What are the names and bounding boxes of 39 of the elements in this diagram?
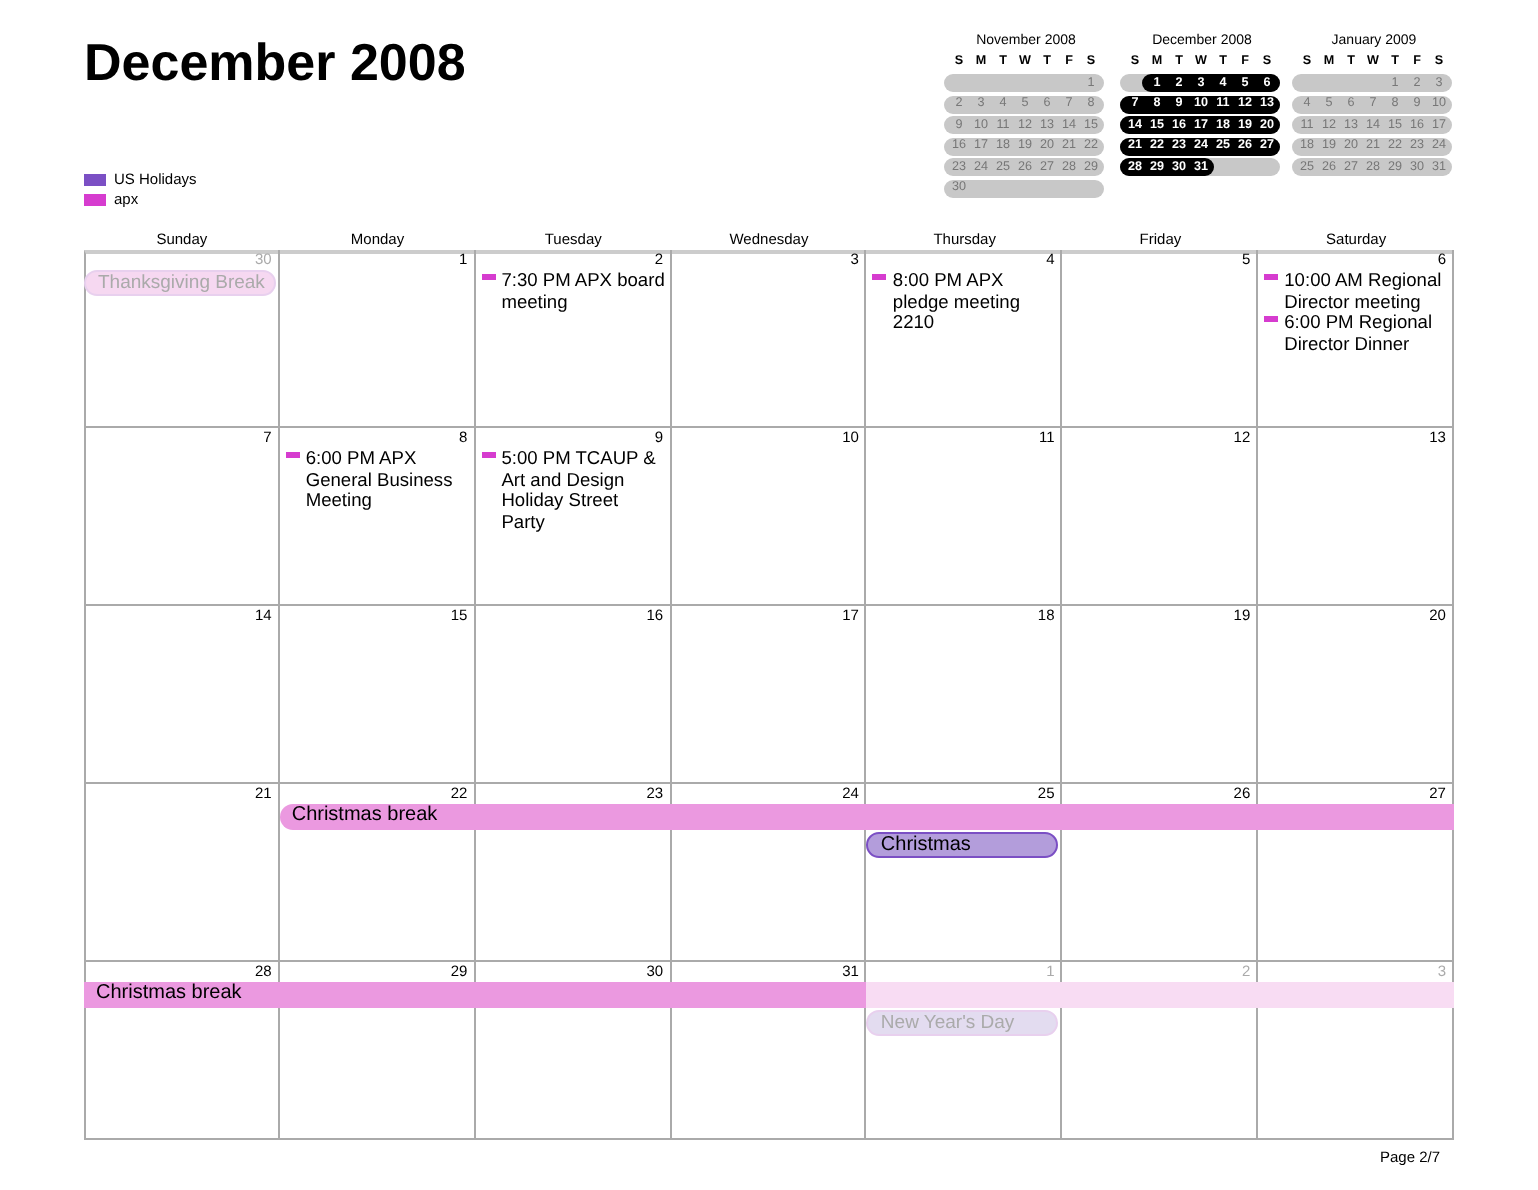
day-cell (279, 606, 476, 784)
event-entry: 6:00 PM APX General Business Meeting (285, 448, 470, 511)
day-cell (671, 428, 867, 606)
day-cell (475, 428, 672, 606)
day-cell (671, 250, 867, 428)
event-bar (84, 270, 276, 296)
day-cell (475, 250, 672, 428)
day-cell (84, 428, 280, 606)
day-cell (866, 250, 1063, 428)
event-title: Christmas (880, 834, 971, 856)
event-bar (84, 982, 867, 1008)
day-cell (84, 606, 280, 784)
event-entry: 10:00 AM Regional Director meeting (1264, 270, 1448, 312)
day-cell (866, 606, 1063, 784)
day-cell (84, 784, 280, 962)
day-cell (279, 428, 476, 606)
day-cell (1062, 428, 1259, 606)
day-cell (1258, 250, 1454, 428)
event-entry: 7:30 PM APX board meeting (481, 270, 666, 312)
event-entry: 8:00 PM APX pledge meeting 2210 (872, 270, 1057, 333)
day-cell (475, 606, 672, 784)
event-title: Christmas break (291, 804, 440, 828)
event-title: Thanksgiving Break (98, 272, 265, 294)
event-bar (279, 804, 1454, 830)
page-title: December 2008 (84, 32, 466, 94)
day-cell (279, 250, 476, 428)
event-entry: 5:00 PM TCAUP & Art and Design Holiday Street Party (481, 448, 666, 532)
event-title: New Year's Day (880, 1012, 1015, 1034)
day-cell (866, 428, 1063, 606)
event-bar (866, 832, 1059, 858)
day-cell (84, 250, 280, 428)
day-cell (1062, 606, 1259, 784)
event-title: Christmas break (96, 982, 244, 1006)
event-entry: 6:00 PM Regional Director Dinner (1264, 312, 1448, 354)
event-bar (866, 1010, 1059, 1036)
day-cell (1258, 428, 1454, 606)
day-cell (671, 606, 867, 784)
day-cell (1258, 606, 1454, 784)
day-cell (1062, 250, 1259, 428)
